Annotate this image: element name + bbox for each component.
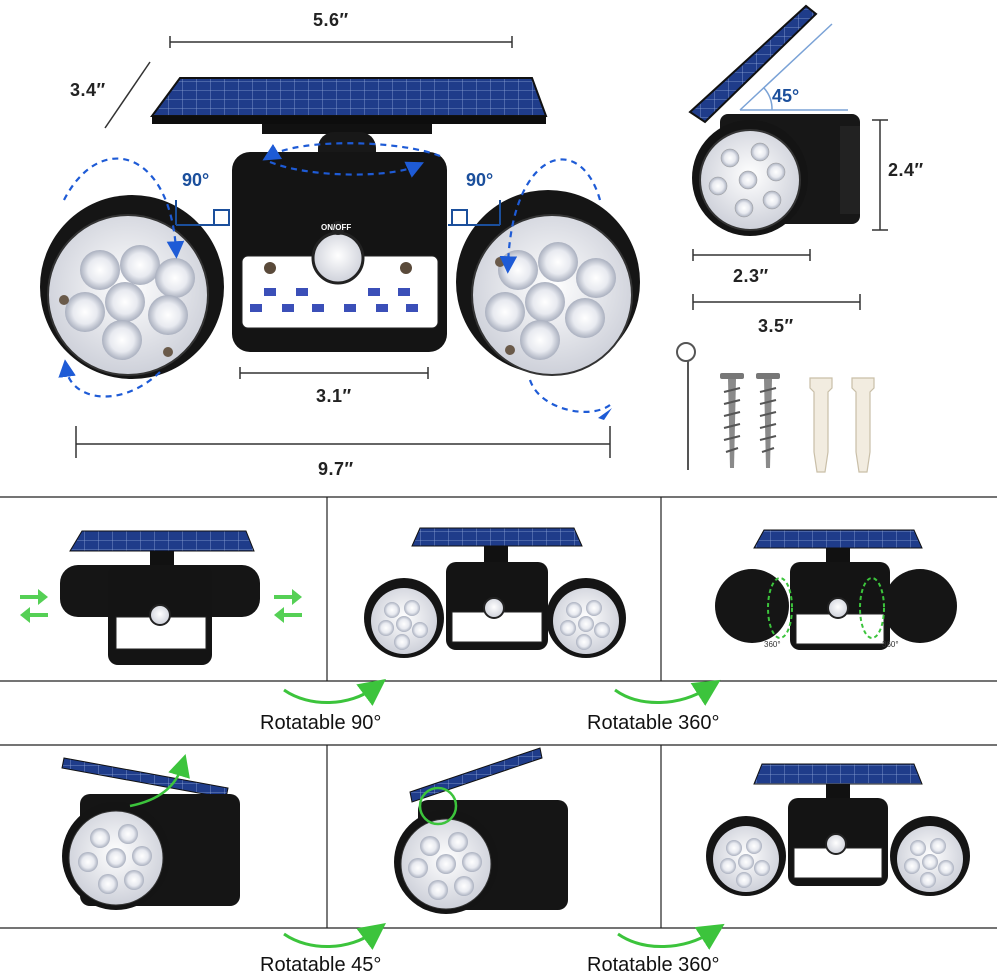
grid-lines (0, 496, 997, 929)
accessories (676, 342, 875, 473)
left-lamp-head (40, 195, 224, 379)
rotation-arrow-icon (283, 679, 721, 706)
dimension-total-width: 9.7″ (318, 459, 354, 479)
dimension-side-height: 2.4″ (888, 160, 924, 180)
dimension-side-depth: 2.3″ (733, 266, 769, 286)
rotation-arrow-icon (58, 142, 611, 413)
dimension-side-total: 3.5″ (758, 316, 794, 336)
row2-panel1 (61, 754, 240, 910)
switch-label: ON/OFF (321, 223, 352, 232)
caption-rotatable-45: Rotatable 45° (260, 954, 382, 976)
push-arrow-icon (20, 589, 302, 623)
angle-label-panel-tilt: 45° (772, 86, 800, 106)
row1-panel3 (715, 529, 957, 650)
row2-panel2 (394, 747, 568, 914)
wall-anchor-icon (809, 377, 875, 473)
angle-label-left: 90° (182, 170, 210, 190)
pin-icon (676, 342, 696, 470)
angle-marker (175, 200, 501, 226)
row2-panel3 (706, 763, 970, 896)
side-view (688, 4, 888, 310)
dimension-body-width: 3.1″ (316, 386, 352, 406)
screw-icon (720, 373, 780, 468)
angle-label-right: 90° (466, 170, 494, 190)
rotation-label-left: 360° (764, 640, 781, 649)
main-product-view (40, 36, 640, 458)
rotation-arrow-icon (283, 923, 725, 950)
row1-panel2 (364, 527, 626, 658)
caption-rotatable-360-row2: Rotatable 360° (587, 954, 720, 976)
caption-rotatable-90: Rotatable 90° (260, 712, 382, 734)
caption-rotatable-360-row1: Rotatable 360° (587, 712, 720, 734)
solar-panel-icon (150, 77, 548, 134)
row1-panel1 (20, 530, 302, 665)
dimension-top-width: 5.6″ (313, 10, 349, 30)
right-lamp-head (456, 190, 640, 376)
rotation-label-right: 360° (882, 640, 899, 649)
dimension-panel-depth: 3.4″ (70, 80, 106, 100)
